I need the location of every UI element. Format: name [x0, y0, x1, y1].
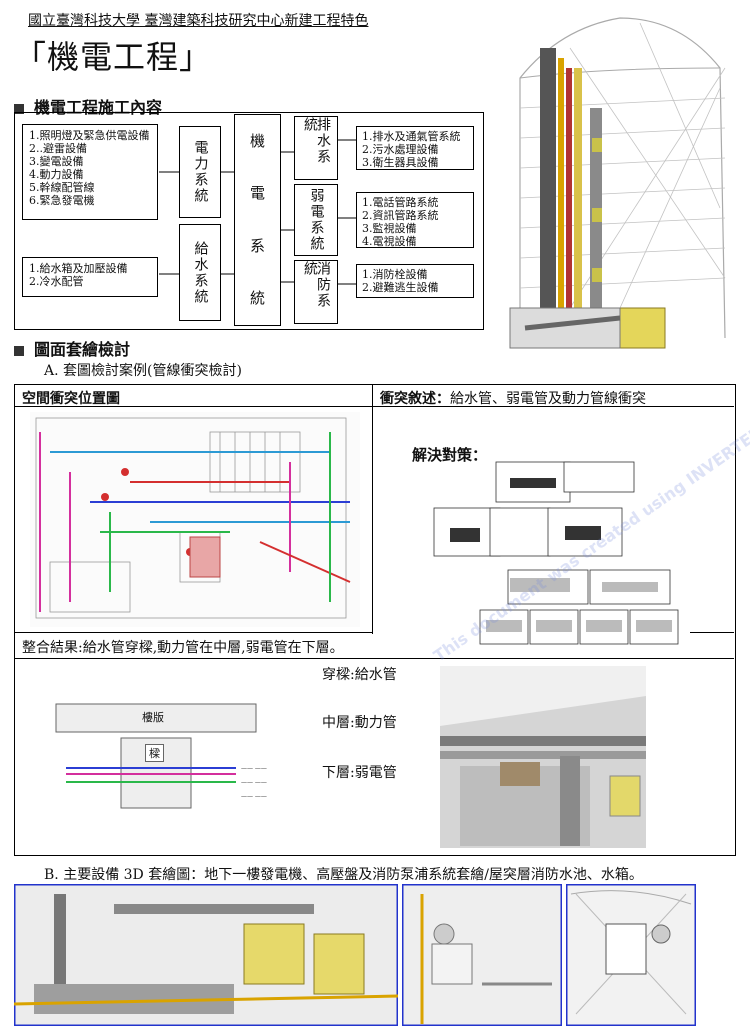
header-subtitle: 國立臺灣科技大學 臺灣建築科技研究中心新建工程特色: [28, 13, 369, 29]
bullet-icon: [14, 345, 24, 356]
integration-result: 整合結果:給水管穿樑,動力管在中層,弱電管在下層。: [22, 640, 344, 656]
drain-item: 3.衛生器具設備: [362, 156, 439, 169]
water-item: 1.給水箱及加壓設備: [29, 262, 128, 275]
svg-text:—— ——: —— ——: [241, 779, 267, 786]
weak-item: 3.監視設備: [362, 222, 417, 235]
roof-fire-pool-3d: [566, 884, 696, 1026]
location-title: 空間衝突位置圖: [22, 391, 120, 407]
section-heading-2: 圖面套繪檢討: [14, 336, 130, 360]
connector-lines: [159, 139, 356, 285]
power-items-box: 1.照明燈及緊急供電設備 2..避雷設備 3.變電設備 4.動力設備 5.幹線配…: [22, 124, 158, 220]
conflict-review-panel: [14, 384, 736, 856]
water-system-label: 給水系統: [179, 224, 221, 321]
power-item: 5.幹線配管線: [29, 181, 95, 194]
fire-items-box: 1.消防栓設備 2.避難逃生設備: [356, 264, 474, 298]
power-system-label: 電力系統: [179, 126, 221, 218]
weak-item: 1.電話管路系統: [362, 196, 439, 209]
bullet-icon: [14, 103, 24, 114]
weak-system-label: 弱電系統: [294, 184, 338, 256]
system-org-chart: 1.照明燈及緊急供電設備 2..避雷設備 3.變電設備 4.動力設備 5.幹線配…: [14, 112, 484, 330]
page-title: 「機電工程」: [14, 38, 213, 76]
drain-item: 2.污水處理設備: [362, 143, 439, 156]
mep-system-center: 機 電 系 統: [234, 114, 281, 326]
water-item: 2.冷水配管: [29, 275, 84, 288]
power-item: 6.緊急發電機: [29, 194, 95, 207]
beam-section-drawing: —— —— —— —— —— ——: [26, 676, 302, 846]
sub-heading-b: B. 主要設備 3D 套繪圖：地下一樓發電機、高壓盤及消防泵浦系統套繪/屋突層消…: [44, 867, 643, 883]
drain-items-box: 1.排水及通氣管系統 2.污水處理設備 3.衛生器具設備: [356, 126, 474, 170]
power-item: 4.動力設備: [29, 168, 84, 181]
water-items-box: 1.給水箱及加壓設備 2.冷水配管: [22, 257, 158, 297]
drain-system-label: 排水系統: [294, 116, 338, 180]
building-3d-render: [480, 8, 735, 353]
svg-text:—— ——: —— ——: [241, 765, 267, 772]
weak-items-box: 1.電話管路系統 2.資訊管路系統 3.監視設備 4.電視設備: [356, 192, 474, 248]
pipe-3d-render: [440, 666, 646, 848]
weak-item: 2.資訊管路系統: [362, 209, 439, 222]
conflict-location-plan: [30, 412, 360, 627]
solution-label: 解決對策：: [412, 446, 488, 464]
roof-water-tank-3d: [402, 884, 562, 1026]
power-item: 3.變電設備: [29, 155, 84, 168]
beam-label: 樑: [145, 744, 164, 762]
basement-equipment-3d: [14, 884, 398, 1026]
layer-through-beam: 穿樑:給水管: [322, 667, 397, 683]
drain-item: 1.排水及通氣管系統: [362, 130, 461, 143]
power-item: 2..避雷設備: [29, 142, 87, 155]
slab-label: 樓版: [139, 709, 167, 725]
solution-diagrams: [433, 461, 679, 645]
sub-heading-a: A. 套圖檢討案例(管線衝突檢討): [44, 363, 242, 379]
layer-middle: 中層:動力管: [322, 715, 397, 731]
fire-item: 2.避難逃生設備: [362, 281, 439, 294]
fire-system-label: 消防系統: [294, 260, 338, 324]
conflict-description: 衝突敘述：給水管、弱電管及動力管線衝突: [380, 391, 646, 407]
layer-bottom: 下層:弱電管: [322, 765, 397, 781]
svg-text:—— ——: —— ——: [241, 793, 267, 800]
fire-item: 1.消防栓設備: [362, 268, 428, 281]
power-item: 1.照明燈及緊急供電設備: [29, 129, 150, 142]
weak-item: 4.電視設備: [362, 235, 417, 248]
